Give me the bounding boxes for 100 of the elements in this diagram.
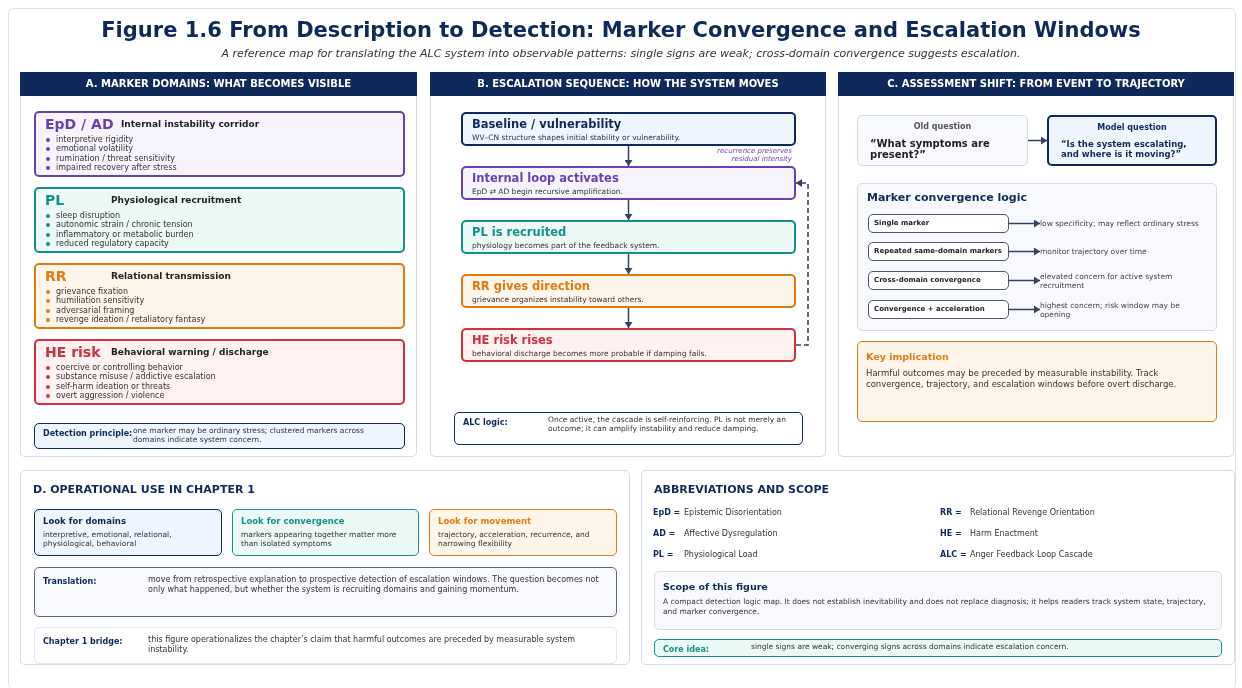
info-card xyxy=(34,509,222,556)
figure-caption: A reference map for translating the ALC system into observable patterns: single signs are weak; cross-domain convergence suggests escalation. xyxy=(220,47,1022,60)
card-heading: Look for convergence xyxy=(241,516,345,526)
arrow xyxy=(1027,136,1048,145)
bullet-item: grievance fixation xyxy=(56,287,129,297)
marker-box xyxy=(868,214,1009,233)
arrow xyxy=(1008,247,1041,256)
bullet-item: impaired recovery after stress xyxy=(56,163,177,173)
domain-tag: PL xyxy=(45,192,65,208)
bullet-item: reduced regulatory capacity xyxy=(56,239,169,249)
abbreviation-term: EpD = xyxy=(653,508,681,517)
panel xyxy=(838,72,1234,457)
panel xyxy=(20,72,417,457)
domain-card xyxy=(34,263,405,329)
step-box xyxy=(461,112,796,146)
note-box xyxy=(34,627,617,664)
domain-tag: RR xyxy=(45,268,67,284)
note-text: this figure operationalizes the chapter’s claim that harmful outcomes are preceded by measurable system instability. xyxy=(148,635,577,655)
step-box xyxy=(461,274,796,308)
bullet-item: autonomic strain / chronic tension xyxy=(56,220,193,230)
domain-tag: HE risk xyxy=(45,344,101,360)
note-text: move from retrospective explanation to prospective detection of escalation windows. The question becomes not only what happened, but whether the system is recruiting domains and gaining momentum. xyxy=(148,575,600,595)
panel-header: C. ASSESSMENT SHIFT: FROM EVENT TO TRAJECTORY xyxy=(838,72,1234,96)
question-heading: Old question xyxy=(912,122,973,131)
info-card xyxy=(232,509,419,556)
arrow xyxy=(1008,305,1041,314)
card-heading: Scope of this figure xyxy=(663,581,768,592)
arrow xyxy=(624,199,633,221)
note-box xyxy=(454,412,803,445)
abbreviation-term: RR = xyxy=(940,508,962,517)
bullet-item: self-harm ideation or threats xyxy=(56,381,171,391)
info-card xyxy=(654,571,1222,630)
bullet-item: overt aggression / violence xyxy=(56,391,165,401)
note-label: Translation: xyxy=(43,577,98,586)
note-label: Detection principle: xyxy=(43,429,133,438)
panel xyxy=(641,470,1235,665)
marker-box xyxy=(868,271,1009,290)
step-title: PL is recruited xyxy=(472,225,567,239)
feedback-arrow xyxy=(795,179,809,346)
bullet-item: sleep disruption xyxy=(56,211,121,221)
info-card xyxy=(857,341,1217,422)
question-box xyxy=(857,115,1028,166)
step-title: Baseline / vulnerability xyxy=(472,117,622,131)
logic-panel xyxy=(857,183,1217,331)
step-title: RR gives direction xyxy=(472,279,591,293)
note-box xyxy=(34,423,405,449)
domain-subtitle: Relational transmission xyxy=(111,271,231,281)
arrow xyxy=(624,253,633,275)
arrow xyxy=(624,307,633,329)
card-heading: Key implication xyxy=(866,351,949,362)
bullet-item: adversarial framing xyxy=(56,305,135,316)
domain-card xyxy=(34,187,405,253)
note-box xyxy=(654,639,1222,657)
bullet-item: revenge ideation / retaliatory fantasy xyxy=(56,315,206,325)
abbreviation-definition: Epistemic Disorientation xyxy=(684,508,782,517)
info-card xyxy=(429,509,617,556)
panel-header: A. MARKER DOMAINS: WHAT BECOMES VISIBLE xyxy=(20,72,417,96)
note-label: Core idea: xyxy=(663,645,710,654)
abbreviation-definition: Physiological Load xyxy=(684,550,758,559)
panel-header: B. ESCALATION SEQUENCE: HOW THE SYSTEM MOVES xyxy=(430,72,826,96)
arrow xyxy=(1008,219,1041,228)
marker-box xyxy=(868,300,1009,319)
step-title: HE risk rises xyxy=(472,333,553,347)
panel xyxy=(20,470,630,665)
panel-heading: Marker convergence logic xyxy=(867,191,1027,204)
domain-subtitle: Physiological recruitment xyxy=(111,195,242,205)
abbreviation-definition: Relational Revenge Orientation xyxy=(970,508,1095,517)
arrow xyxy=(624,145,633,167)
card-heading: Look for domains xyxy=(43,516,126,526)
abbreviation-term: HE = xyxy=(940,529,962,538)
domain-card xyxy=(34,111,405,177)
figure-title: Figure 1.6 From Description to Detection: Marker Convergence and Escalation Windows xyxy=(100,18,1142,42)
arrow xyxy=(1008,276,1041,285)
step-box xyxy=(461,166,796,200)
abbreviation-definition: Affective Dysregulation xyxy=(684,529,778,538)
bullet-item: rumination / threat sensitivity xyxy=(56,153,175,164)
domain-tag: EpD / AD xyxy=(45,116,114,132)
abbreviation-definition: Harm Enactment xyxy=(970,529,1038,538)
step-box xyxy=(461,220,796,254)
domain-subtitle: Behavioral warning / discharge xyxy=(111,347,269,357)
marker-box xyxy=(868,242,1009,261)
abbreviation-term: ALC = xyxy=(940,550,967,559)
bullet-item: interpretive rigidity xyxy=(56,135,134,145)
bullet-item: emotional volatility xyxy=(56,144,134,154)
note-label: Chapter 1 bridge: xyxy=(43,637,124,646)
card-heading: Look for movement xyxy=(438,516,532,526)
abbreviation-term: AD = xyxy=(653,529,676,538)
domain-subtitle: Internal instability corridor xyxy=(121,119,260,129)
question-box xyxy=(1047,115,1217,166)
domain-card xyxy=(34,339,405,405)
question-text: “Is the system escalating, and where is it moving?” xyxy=(1061,139,1188,159)
bullet-item: inflammatory or metabolic burden xyxy=(56,229,194,240)
question-text: “What symptoms are present?” xyxy=(870,138,991,160)
note-box xyxy=(34,567,617,617)
question-heading: Model question xyxy=(1096,123,1168,132)
note-label: ALC logic: xyxy=(463,418,509,427)
card-text: Harmful outcomes may be preceded by measurable instability. Track convergence, trajectory, and escalation windows before overt discharge. xyxy=(866,368,1178,390)
bullet-item: substance misuse / addictive escalation xyxy=(56,372,216,382)
abbreviation-definition: Anger Feedback Loop Cascade xyxy=(970,550,1093,559)
bullet-item: coercive or controlling behavior xyxy=(56,363,183,373)
